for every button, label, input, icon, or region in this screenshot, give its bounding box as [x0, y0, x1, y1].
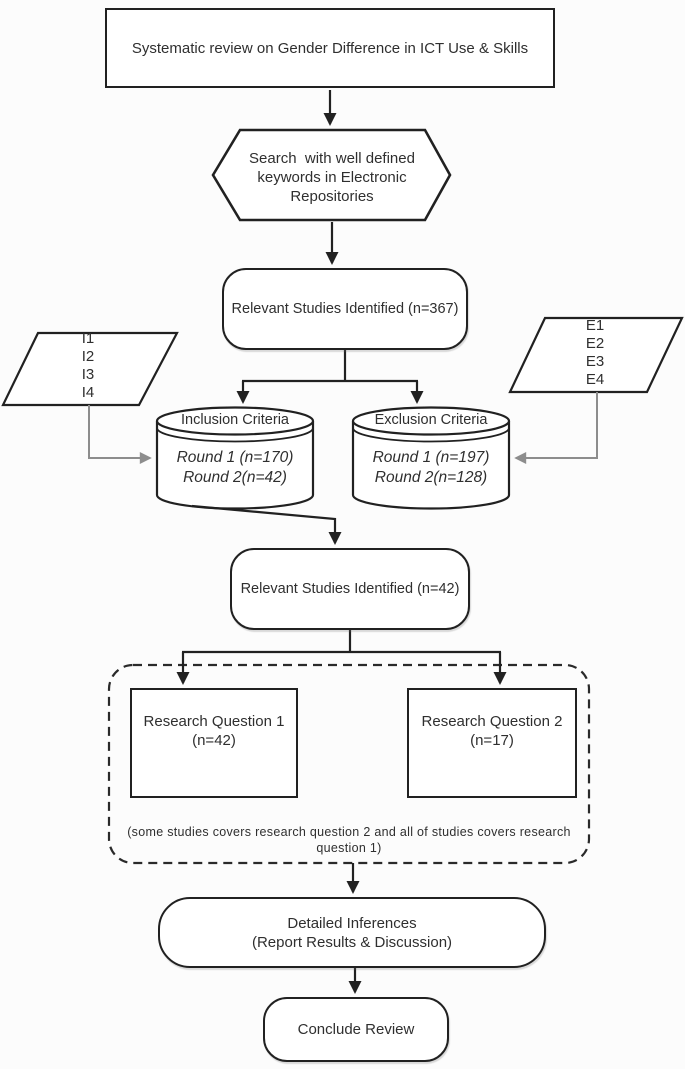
exclusion-inputs-label: E1 E2 E3 E4 [585, 317, 605, 388]
studies-identified-367-box: Relevant Studies Identified (n=367) [222, 268, 468, 350]
inclusion-cylinder-rounds: Round 1 (n=170) Round 2(n=42) [176, 449, 294, 486]
research-questions-group-border [107, 663, 591, 865]
conclude-review-box: Conclude Review [263, 997, 449, 1062]
research-questions-note: (some studies covers research question 2… [127, 825, 571, 855]
research-question-1-box: Research Question 1 (n=42) [130, 688, 298, 798]
inclusion-cylinder-top [155, 406, 315, 436]
exclusion-cylinder-rounds: Round 1 (n=197) Round 2(n=128) [372, 449, 490, 486]
arrow-inputs-to-inclusion [88, 405, 152, 464]
branch-identified-stem [242, 350, 418, 383]
exclusion-cylinder-title: Exclusion Criteria [374, 412, 488, 428]
inclusion-cylinder-title: Inclusion Criteria [181, 412, 289, 428]
arrow-inputs-to-exclusion [514, 392, 598, 464]
exclusion-cylinder-top [351, 406, 511, 436]
search-hexagon-label: Search with well defined keywords in Ele… [249, 150, 415, 205]
search-hexagon-shape [211, 128, 452, 222]
studies-identified-42-box: Relevant Studies Identified (n=42) [230, 548, 470, 630]
research-question-2-box: Research Question 2 (n=17) [407, 688, 577, 798]
inclusion-cylinder-body [155, 421, 315, 510]
inclusion-inputs-parallelogram [1, 331, 179, 407]
arrow-inclusion-to-identified2 [191, 504, 342, 545]
title-box: Systematic review on Gender Difference i… [105, 8, 555, 88]
exclusion-cylinder-body [351, 421, 511, 510]
inclusion-cylinder-rim [156, 427, 314, 443]
detailed-inferences-box: Detailed Inferences (Report Results & Di… [158, 897, 546, 968]
branch-identified2-stem [182, 630, 501, 654]
exclusion-cylinder-rim [352, 427, 510, 443]
inclusion-inputs-label: I1 I2 I3 I4 [81, 330, 95, 401]
exclusion-inputs-parallelogram [508, 316, 684, 394]
